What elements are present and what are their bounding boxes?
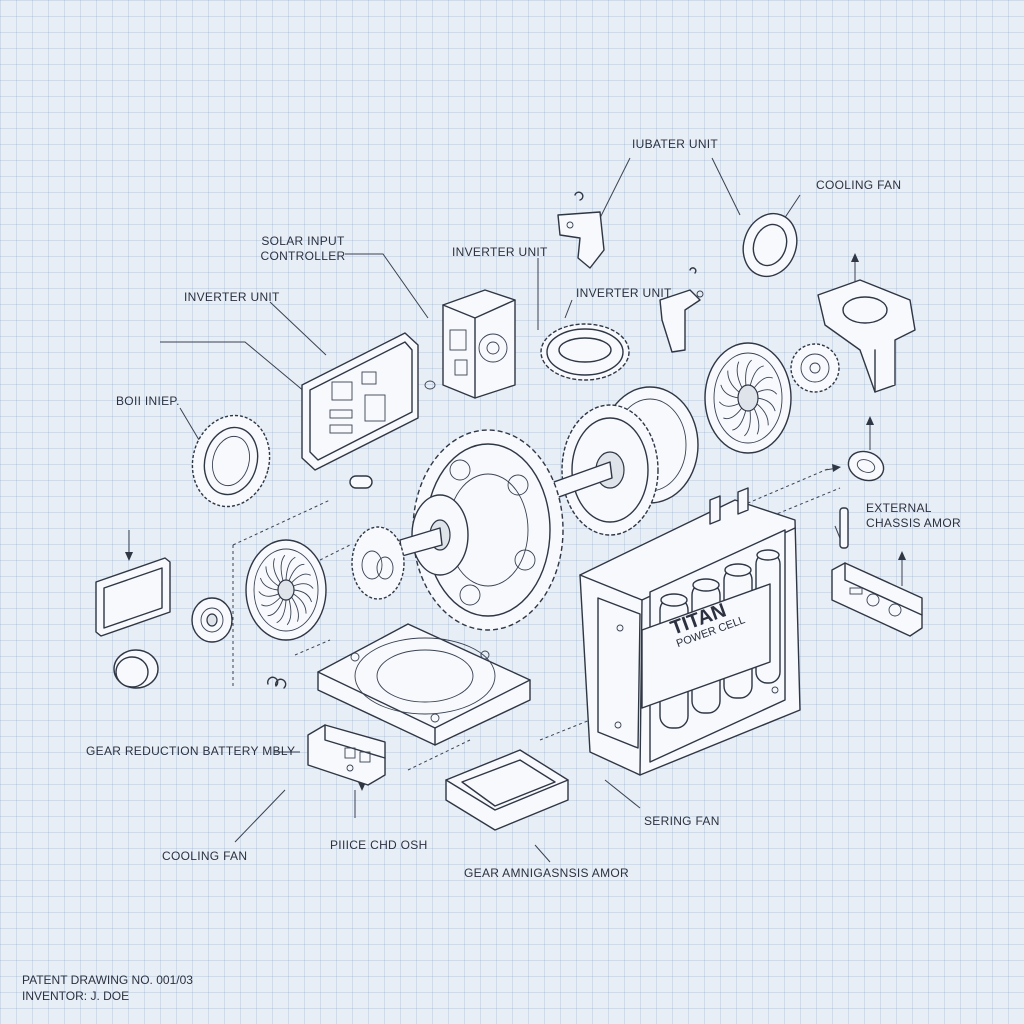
label-boil-inlet: BOII INIEP. [116, 394, 180, 408]
fan-blade [276, 600, 287, 624]
small-clip [659, 267, 704, 353]
left-gear-ring [191, 414, 271, 508]
small-ring-right [847, 450, 885, 482]
small-screw [266, 676, 287, 689]
leader-lines [160, 157, 843, 863]
fan-blade [265, 566, 279, 587]
chassis-connector [831, 507, 923, 637]
fan-blade [749, 365, 764, 388]
fan-blade [727, 370, 741, 394]
patent-number: PATENT DRAWING NO. 001/03 [22, 973, 193, 987]
fan-blade [286, 599, 292, 626]
label-external-line1: EXTERNAL [866, 501, 932, 515]
main-gear-train [399, 386, 699, 631]
fan-blade [285, 556, 296, 580]
label-sering-fan: SERING FAN [644, 814, 720, 828]
fan-blade [723, 406, 744, 420]
fan-blade [736, 361, 744, 390]
fan-blade [291, 596, 299, 622]
fan-blade [720, 384, 740, 399]
patent-footer: PATENT DRAWING NO. 001/03 INVENTOR: J. D… [22, 972, 193, 1004]
bottom-frame [445, 749, 569, 831]
battery-pack [579, 487, 801, 776]
label-external-line2: CHASSIS AMOR [866, 516, 961, 530]
fan-blade [280, 554, 286, 581]
label-inverter-unit-center: INVERTER UNIT [452, 245, 548, 259]
fan-blade [260, 577, 279, 591]
label-inverter-unit-left: INVERTER UNIT [184, 290, 280, 304]
motor-base-plate [317, 623, 531, 746]
fan-blade [718, 401, 741, 407]
fan-blade [293, 593, 307, 614]
small-gear-right [790, 343, 840, 393]
fan-blade [261, 596, 281, 607]
label-cooling-fan-top: COOLING FAN [816, 178, 902, 192]
bearing-left [191, 597, 233, 643]
fan-blade [273, 558, 281, 584]
fan-blade [293, 583, 314, 589]
fan-blade [755, 402, 769, 426]
small-gear-cluster [351, 526, 405, 600]
knob-left [113, 649, 159, 689]
label-iubater-unit: IUBATER UNIT [632, 137, 719, 151]
inverter-module [442, 289, 516, 399]
display-panel [95, 557, 171, 637]
label-external-chassis: EXTERNAL CHASSIS AMOR [866, 501, 961, 531]
fan-blade [291, 573, 311, 584]
fan-blade [745, 359, 752, 388]
fan-blade [756, 397, 776, 412]
label-solar-input-line2: CONTROLLER [260, 249, 346, 263]
label-cooling-fan-bottom: COOLING FAN [162, 849, 248, 863]
label-inverter-unit-right: INVERTER UNIT [576, 286, 672, 300]
solar-controller-plate [301, 332, 436, 471]
fan-disc-left [245, 539, 327, 641]
fan-blade [293, 589, 312, 603]
label-solar-input: SOLAR INPUT CONTROLLER [258, 234, 348, 264]
top-center-gear [540, 323, 630, 381]
fan-blade [732, 408, 747, 431]
fan-blade [258, 591, 279, 597]
fan-blade [752, 406, 760, 435]
cooling-fan-ring-top [742, 212, 798, 278]
fan-blade [752, 376, 773, 390]
fan-blade [744, 408, 751, 437]
inventor-name: INVENTOR: J. DOE [22, 989, 130, 1003]
bottom-bracket [307, 724, 386, 786]
top-bracket [557, 191, 605, 269]
label-gear-reduction: GEAR REDUCTION BATTERY MBLY [86, 744, 296, 758]
fan-disc-right [704, 342, 792, 454]
right-housing-bracket [817, 279, 916, 393]
label-gear-chassis: GEAR AMNIGASNSIS AMOR [464, 866, 630, 880]
fan-blade [755, 389, 778, 395]
label-solar-input-line1: SOLAR INPUT [261, 234, 345, 248]
label-phc: PIIICE CHD OSH [330, 838, 428, 852]
fan-blade [288, 563, 305, 581]
fan-blade [267, 599, 284, 617]
small-capsule [349, 475, 373, 489]
